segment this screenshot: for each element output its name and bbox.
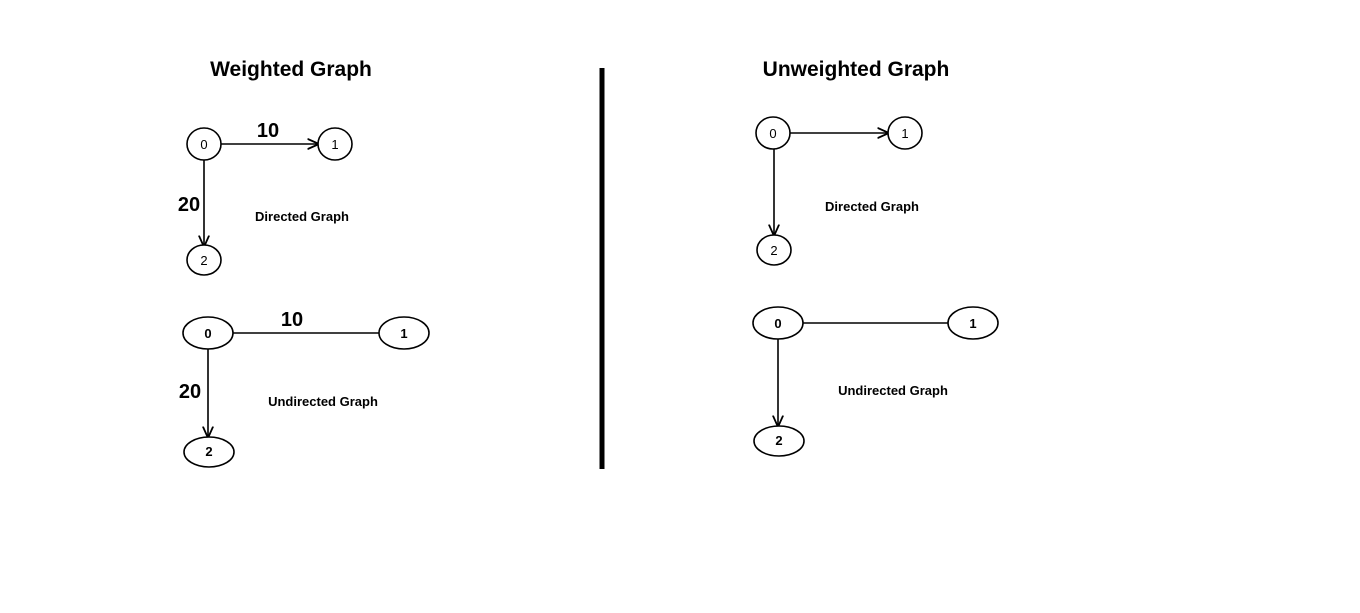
node-label: 0: [200, 137, 207, 152]
edge-weight-label: 10: [281, 309, 303, 331]
node-label: 2: [200, 253, 207, 268]
unweighted-directed-graph: 0 1 2 Directed Graph: [755, 116, 923, 266]
node-label: 2: [775, 433, 782, 448]
node-1: 1: [317, 127, 353, 161]
weighted-graph-title: Weighted Graph: [210, 58, 372, 81]
node-0: 0: [752, 306, 804, 340]
weighted-undirected-graph: 0 1 2 10 20 Undirected Graph: [179, 309, 430, 468]
node-2: 2: [756, 234, 792, 266]
node-2: 2: [186, 244, 222, 276]
node-0: 0: [755, 116, 791, 150]
edge-weight-label: 10: [257, 120, 279, 142]
node-label: 1: [901, 126, 908, 141]
unweighted-graph-panel: Unweighted Graph 0 1 2 Directed Graph: [752, 58, 999, 457]
edge-weight-label: 20: [179, 381, 201, 403]
node-2: 2: [753, 425, 805, 457]
weighted-graph-panel: Weighted Graph 0 1 2 10 20 Directed Grap…: [178, 58, 430, 468]
node-label: 1: [969, 316, 976, 331]
node-1: 1: [378, 316, 430, 350]
undirected-graph-caption: Undirected Graph: [838, 383, 948, 398]
node-label: 0: [774, 316, 781, 331]
undirected-graph-caption: Undirected Graph: [268, 394, 378, 409]
node-2: 2: [183, 436, 235, 468]
directed-graph-caption: Directed Graph: [825, 199, 919, 214]
node-0: 0: [186, 127, 222, 161]
node-0: 0: [182, 316, 234, 350]
unweighted-undirected-graph: 0 1 2 Undirected Graph: [752, 306, 999, 457]
node-label: 1: [400, 326, 407, 341]
node-label: 0: [769, 126, 776, 141]
node-1: 1: [887, 116, 923, 150]
weighted-directed-graph: 0 1 2 10 20 Directed Graph: [178, 120, 353, 276]
node-label: 1: [331, 137, 338, 152]
unweighted-graph-title: Unweighted Graph: [763, 58, 950, 81]
node-label: 0: [204, 326, 211, 341]
node-label: 2: [770, 243, 777, 258]
node-1: 1: [947, 306, 999, 340]
edge-weight-label: 20: [178, 194, 200, 216]
directed-graph-caption: Directed Graph: [255, 209, 349, 224]
node-label: 2: [205, 444, 212, 459]
